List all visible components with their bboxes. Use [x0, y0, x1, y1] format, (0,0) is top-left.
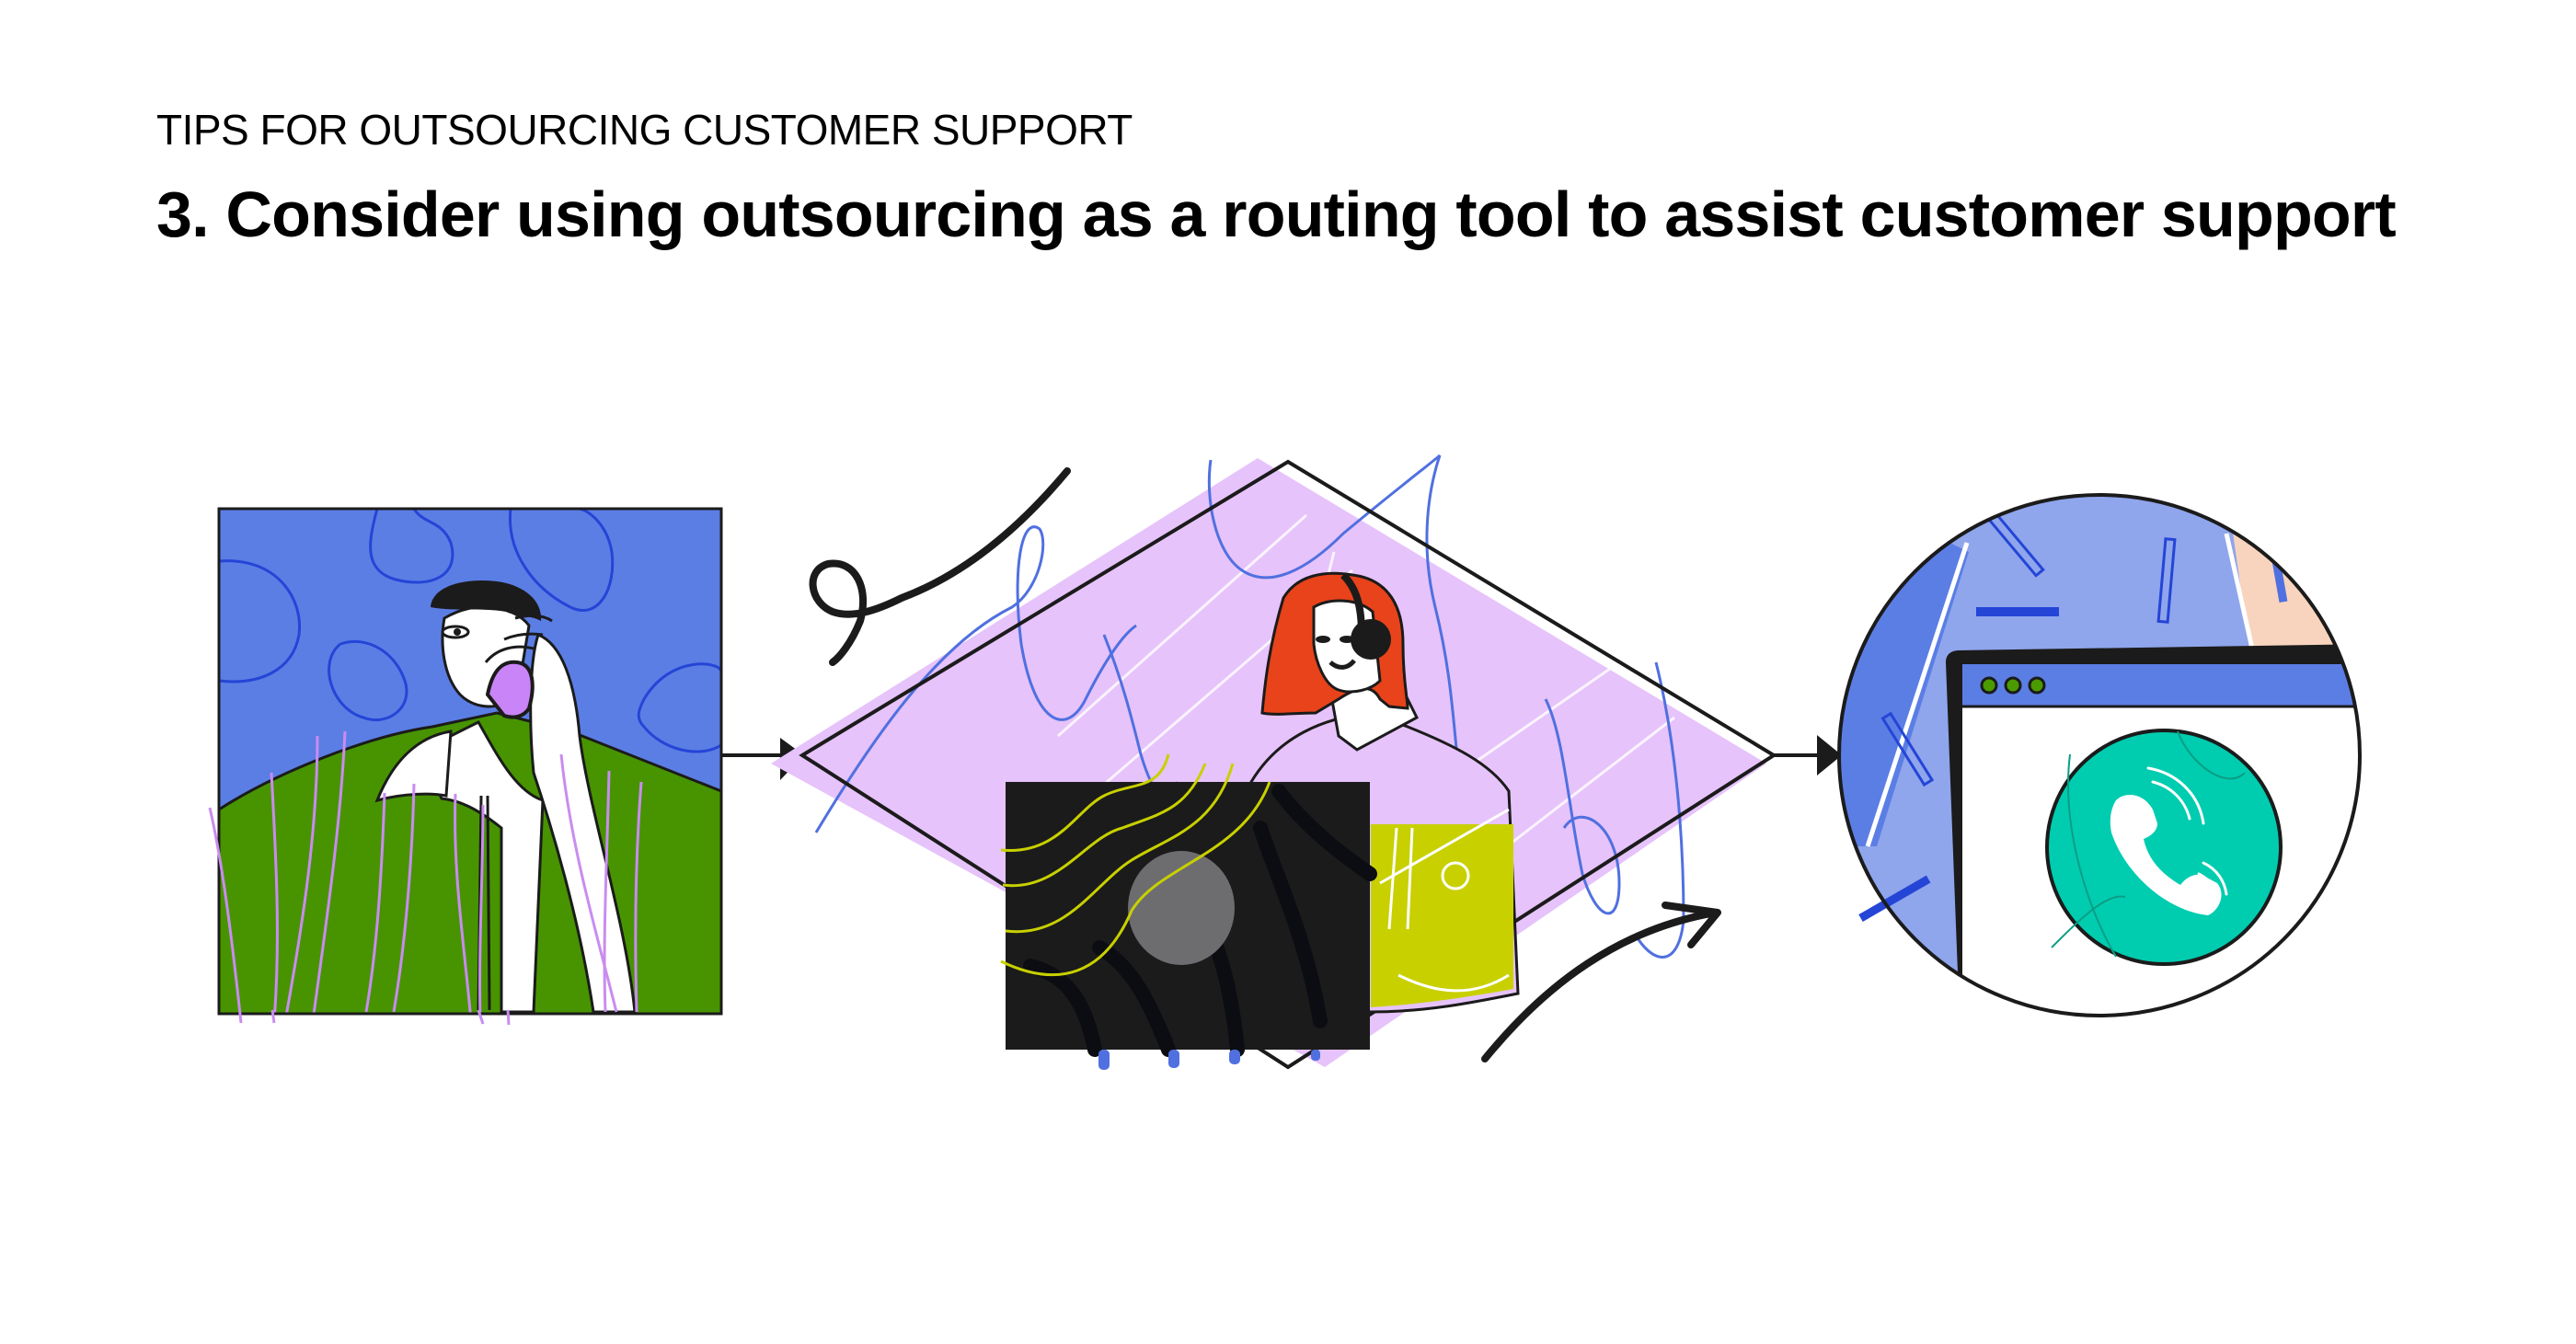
window-dot-icon — [1980, 676, 1998, 695]
customer-panel — [208, 507, 723, 1026]
window-dot-icon — [2028, 676, 2046, 695]
support-panel — [1837, 493, 2362, 1017]
decorative-squiggle — [809, 467, 1071, 666]
eyebrow-label: TIPS FOR OUTSOURCING CUSTOMER SUPPORT — [156, 106, 1133, 154]
phone-call-icon — [2045, 729, 2283, 966]
arrow-agent-to-support — [1774, 735, 1842, 775]
header: TIPS FOR OUTSOURCING CUSTOMER SUPPORT 3.… — [156, 106, 2397, 250]
window-dot-icon — [2004, 676, 2022, 695]
curved-arrow — [1481, 902, 1721, 1063]
page-title: 3. Consider using outsourcing as a routi… — [156, 178, 2397, 250]
agent-panel — [771, 454, 1777, 1070]
browser-dots — [1980, 676, 2046, 695]
